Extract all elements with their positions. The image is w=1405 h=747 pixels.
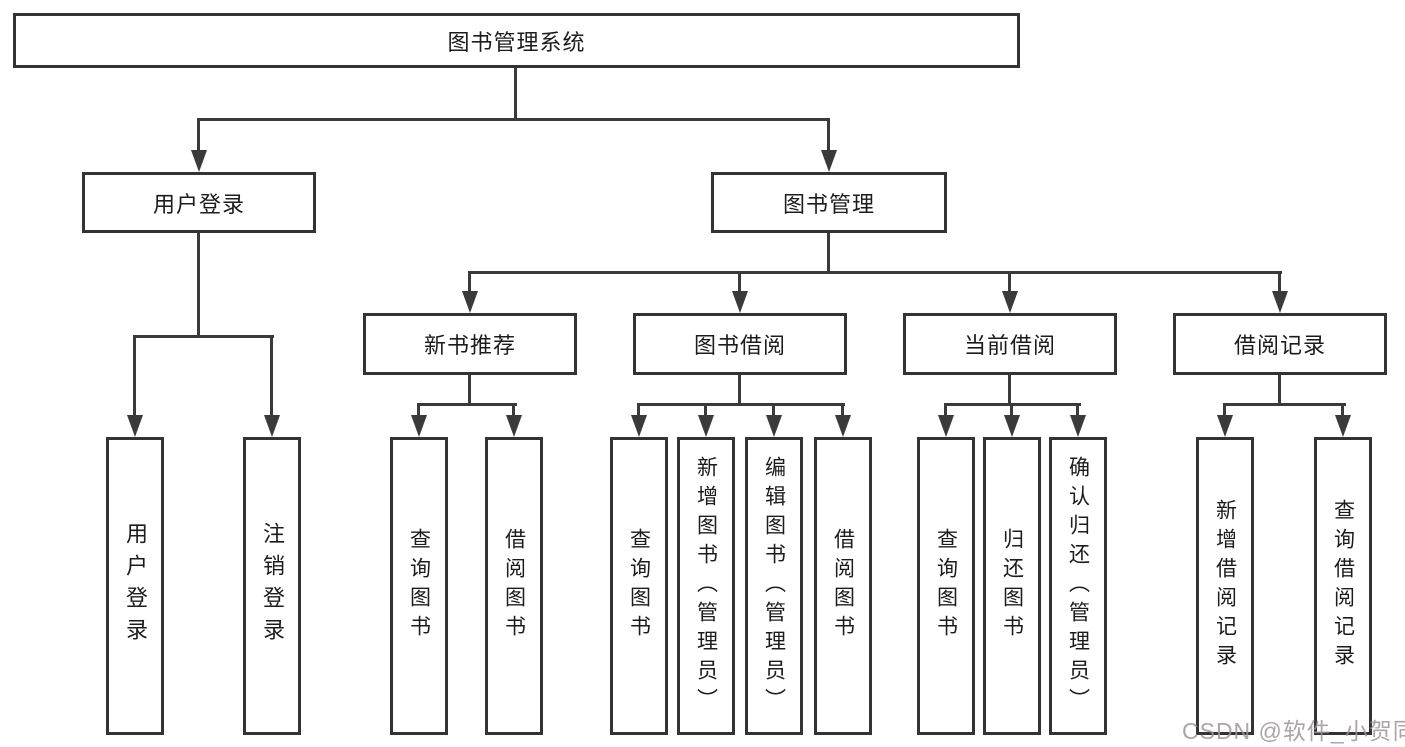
node-label: 新书推荐 — [423, 333, 516, 358]
connector-vline — [468, 271, 471, 291]
arrow-down-icon — [821, 150, 837, 172]
arrow-down-icon — [264, 415, 280, 437]
connector-hline — [133, 335, 274, 338]
node-borrow-record: 借阅记录 — [1173, 313, 1387, 375]
connector-hline — [197, 118, 830, 121]
connector-vline — [704, 403, 707, 415]
connector-vline — [827, 118, 830, 152]
arrow-down-icon — [938, 415, 954, 437]
arrow-down-icon — [411, 415, 427, 437]
connector-vline — [1341, 403, 1344, 415]
connector-vline — [841, 403, 844, 415]
arrow-down-icon — [127, 415, 143, 437]
node-new-book-recommend: 新书推荐 — [363, 313, 577, 375]
connector-vline — [512, 403, 515, 415]
leaf-label: 查询图书 — [627, 528, 651, 644]
leaf-borrow-books: 借阅图书 — [814, 437, 872, 735]
connector-hline — [1223, 403, 1346, 406]
leaf-label: 编辑图书（管理员） — [762, 455, 786, 717]
arrow-down-icon — [1335, 415, 1351, 437]
leaf-label: 查询图书 — [407, 528, 431, 644]
connector-vline — [772, 403, 775, 415]
node-root-library-system: 图书管理系统 — [13, 13, 1020, 68]
node-label: 图书借阅 — [693, 333, 786, 358]
connector-vline — [637, 403, 640, 415]
node-label: 当前借阅 — [963, 333, 1056, 358]
leaf-query-books: 查询图书 — [917, 437, 975, 735]
arrow-down-icon — [732, 291, 748, 313]
node-label: 图书管理 — [782, 191, 875, 217]
arrow-down-icon — [506, 415, 522, 437]
leaf-edit-books-admin: 编辑图书（管理员） — [745, 437, 803, 735]
leaf-label: 借阅图书 — [502, 528, 526, 644]
arrow-down-icon — [631, 415, 647, 437]
connector-vline — [1008, 373, 1011, 406]
arrow-down-icon — [1272, 291, 1288, 313]
connector-vline — [1223, 403, 1226, 415]
connector-vline — [1008, 271, 1011, 291]
leaf-add-borrow-record: 新增借阅记录 — [1196, 437, 1254, 735]
leaf-label: 查询借阅记录 — [1331, 499, 1355, 673]
leaf-add-books-admin: 新增图书（管理员） — [677, 437, 735, 735]
connector-vline — [1278, 271, 1281, 291]
leaf-label: 查询图书 — [934, 528, 958, 644]
connector-vline — [1278, 373, 1281, 406]
leaf-logout: 注销登录 — [243, 437, 301, 735]
node-user-login: 用户登录 — [82, 172, 316, 233]
connector-vline — [944, 403, 947, 415]
connector-vline — [197, 231, 200, 337]
connector-vline — [1010, 403, 1013, 415]
leaf-label: 新增借阅记录 — [1213, 499, 1237, 673]
node-label: 图书管理系统 — [447, 29, 586, 55]
connector-vline — [827, 231, 830, 274]
connector-vline — [738, 271, 741, 291]
leaf-label: 新增图书（管理员） — [694, 455, 718, 717]
arrow-down-icon — [1002, 291, 1018, 313]
connector-vline — [738, 373, 741, 406]
arrow-down-icon — [1004, 415, 1020, 437]
node-label: 用户登录 — [152, 191, 245, 217]
connector-hline — [468, 271, 1282, 274]
csdn-watermark: CSDN @软件_小贺同学 — [1182, 718, 1405, 744]
leaf-label: 归还图书 — [1000, 528, 1024, 644]
connector-vline — [270, 335, 273, 415]
connector-vline — [1076, 403, 1079, 415]
leaf-user-login: 用户登录 — [106, 437, 164, 735]
connector-vline — [133, 335, 136, 415]
arrow-down-icon — [462, 291, 478, 313]
leaf-label: 用户登录 — [123, 522, 148, 650]
leaf-label: 确认归还（管理员） — [1066, 455, 1090, 717]
leaf-label: 借阅图书 — [831, 528, 855, 644]
arrow-down-icon — [191, 150, 207, 172]
leaf-confirm-return-admin: 确认归还（管理员） — [1049, 437, 1107, 735]
arrow-down-icon — [1070, 415, 1086, 437]
leaf-borrow-books: 借阅图书 — [485, 437, 543, 735]
arrow-down-icon — [698, 415, 714, 437]
connector-vline — [417, 403, 420, 415]
leaf-query-books: 查询图书 — [390, 437, 448, 735]
connector-hline — [637, 403, 845, 406]
node-book-management: 图书管理 — [711, 172, 947, 233]
connector-vline — [197, 118, 200, 152]
connector-hline — [417, 403, 517, 406]
arrow-down-icon — [835, 415, 851, 437]
connector-vline — [468, 373, 471, 406]
connector-vline — [514, 65, 517, 120]
leaf-return-books: 归还图书 — [983, 437, 1041, 735]
arrow-down-icon — [1217, 415, 1233, 437]
node-book-borrow: 图书借阅 — [633, 313, 847, 375]
leaf-label: 注销登录 — [260, 522, 285, 650]
leaf-query-books: 查询图书 — [610, 437, 668, 735]
leaf-query-borrow-record: 查询借阅记录 — [1314, 437, 1372, 735]
node-current-borrow: 当前借阅 — [903, 313, 1117, 375]
arrow-down-icon — [766, 415, 782, 437]
node-label: 借阅记录 — [1233, 333, 1326, 358]
